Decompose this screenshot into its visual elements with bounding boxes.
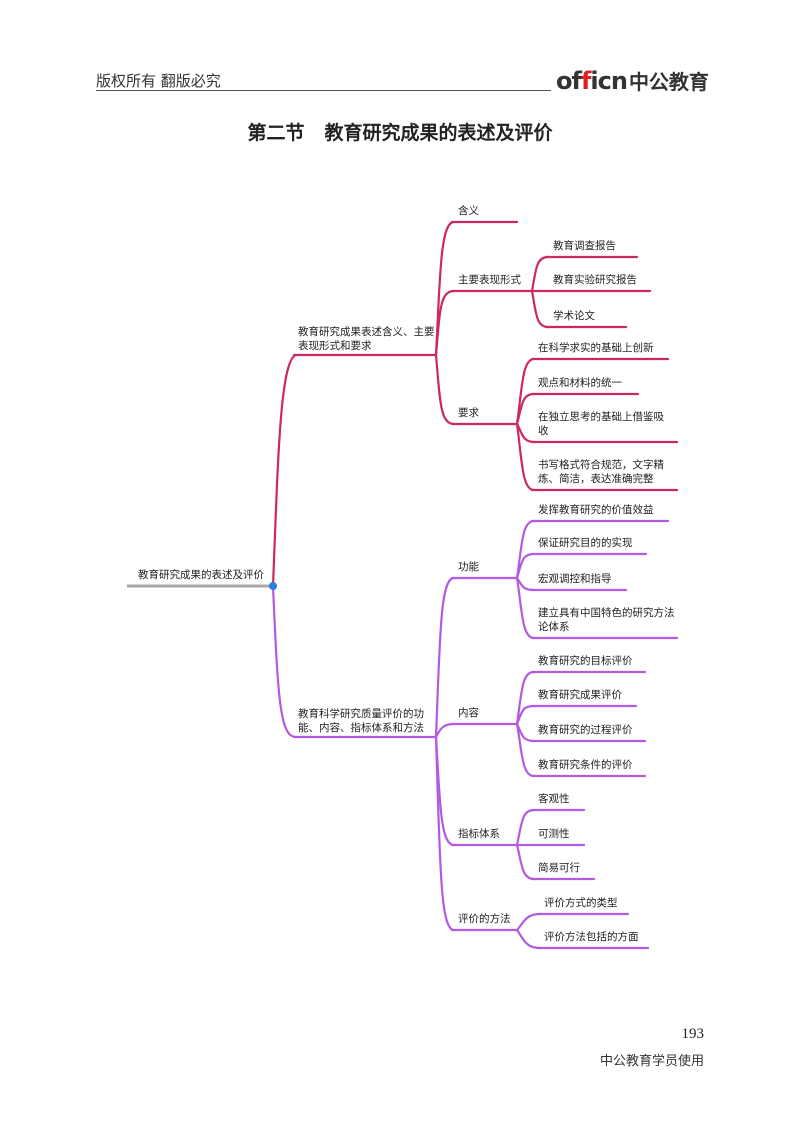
connector-req-4 (515, 422, 536, 492)
node-func-1: 发挥教育研究的价值效益 (538, 504, 654, 516)
page-number: 193 (681, 1026, 705, 1042)
connector-content (434, 722, 456, 739)
node-function: 功能 (458, 561, 479, 573)
node-cont-4: 教育研究条件的评价 (538, 759, 633, 771)
connector-root-branch1 (271, 353, 298, 588)
node-meth-2: 评价方法包括的方面 (544, 931, 639, 943)
connector-cont-1 (515, 670, 536, 726)
node-req-2: 观点和材料的统一 (538, 377, 622, 389)
node-func-2: 保证研究目的的实现 (538, 537, 633, 549)
connector-ind-3 (515, 843, 536, 881)
node-forms: 主要表现形式 (458, 274, 521, 286)
logo-english: officn (556, 67, 628, 95)
connector-meth-2 (515, 928, 542, 950)
logo-chinese: 中公教育 (628, 70, 709, 94)
node-requirements: 要求 (458, 407, 479, 419)
offcn-logo: officn 中公教育 (556, 66, 709, 95)
node-req-3: 在独立思考的基础上借鉴吸收 (538, 411, 664, 437)
node-indicators: 指标体系 (458, 828, 500, 840)
root-junction-dot (269, 582, 277, 590)
node-req-1: 在科学求实的基础上创新 (538, 342, 654, 354)
node-root: 教育研究成果的表述及评价 (138, 569, 264, 581)
connector-func-4 (515, 576, 536, 640)
node-form-1: 教育调查报告 (553, 240, 616, 252)
connector-methods (434, 735, 456, 932)
branch2-connectors (271, 519, 679, 950)
node-ind-2: 可测性 (538, 828, 570, 840)
connector-form-3 (530, 289, 550, 329)
node-meaning: 含义 (458, 205, 479, 217)
node-methods: 评价的方法 (458, 913, 511, 925)
connector-root-branch2 (271, 584, 298, 739)
node-form-3: 学术论文 (553, 310, 595, 322)
node-req-4: 书写格式符合规范，文字精炼、简洁，表达准确完整 (538, 459, 664, 485)
connector-meth-1 (515, 912, 542, 932)
footer-note: 中公教育学员使用 (599, 1054, 704, 1069)
connector-cont-4 (515, 722, 536, 778)
branch1-connectors (271, 220, 679, 588)
connector-ind-1 (515, 808, 536, 847)
node-content: 内容 (458, 707, 479, 719)
connector-form-1 (530, 255, 550, 293)
copyright-notice: 版权所有 翻版必究 (96, 72, 221, 90)
header-rule (96, 90, 551, 91)
connector-function (434, 576, 456, 739)
node-form-2: 教育实验研究报告 (553, 274, 637, 286)
node-meth-1: 评价方式的类型 (544, 897, 618, 909)
node-cont-1: 教育研究的目标评价 (538, 655, 633, 667)
node-cont-2: 教育研究成果评价 (538, 689, 622, 701)
node-cont-3: 教育研究的过程评价 (538, 724, 633, 736)
section-title: 第二节教育研究成果的表述及评价 (0, 118, 800, 145)
section-label: 第二节 (247, 122, 305, 144)
node-branch1: 教育研究成果表述含义、主要表现形式和要求 (298, 326, 435, 352)
node-ind-3: 简易可行 (538, 862, 580, 874)
node-func-3: 宏观调控和指导 (538, 573, 612, 585)
node-func-4: 建立具有中国特色的研究方法论体系 (538, 607, 675, 633)
node-ind-1: 客观性 (538, 793, 570, 805)
connector-forms (434, 289, 456, 357)
connector-func-1 (515, 519, 536, 580)
node-branch2: 教育科学研究质量评价的功能、内容、指标体系和方法 (298, 708, 424, 734)
connector-requirements (434, 353, 456, 426)
section-heading: 教育研究成果的表述及评价 (324, 122, 553, 144)
